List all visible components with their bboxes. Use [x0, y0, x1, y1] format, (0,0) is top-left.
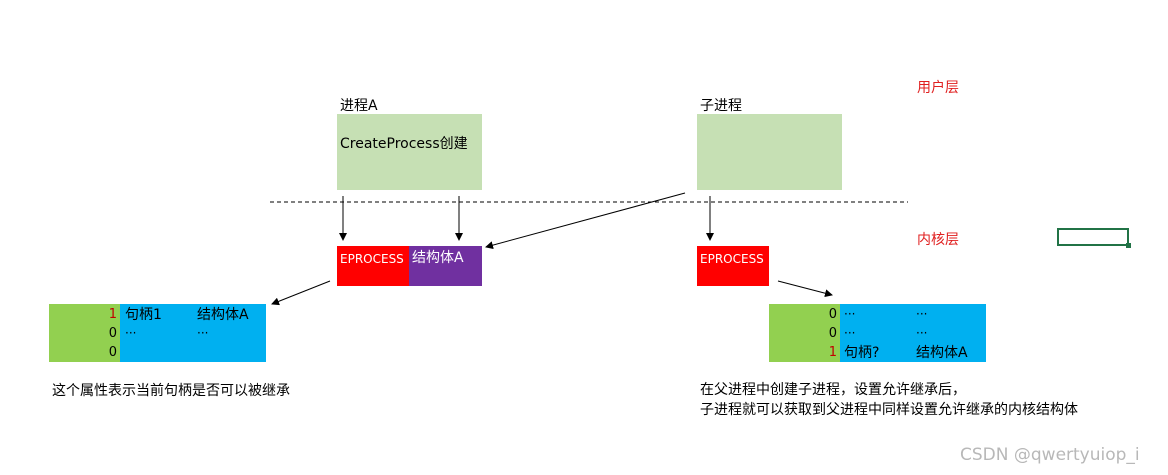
left-note: 这个属性表示当前句柄是否可以被继承 [52, 383, 290, 399]
table-row: 0 ··· ··· [769, 306, 986, 324]
arrow-child-to-struct [485, 192, 686, 250]
right-handle-table: 0 ··· ··· 0 ··· ··· 1 句柄? 结构体A [769, 304, 986, 362]
cell-fill-handle[interactable] [1126, 243, 1131, 248]
struct-a-box: 结构体A [409, 246, 482, 286]
left-handle-table: 1 句柄1 结构体A 0 ··· ··· 0 [49, 304, 266, 362]
row-handle: ··· [844, 307, 856, 321]
left-flag-column [49, 304, 120, 362]
row-flag: 0 [108, 326, 117, 341]
table-row: 1 句柄1 结构体A [49, 306, 266, 324]
eprocess-a-box: EPROCESS [337, 246, 409, 286]
arrow-eprocess-child-to-table [777, 280, 833, 298]
create-process-label: CreateProcess创建 [340, 136, 468, 152]
child-process-box [697, 114, 842, 190]
row-object: ··· [916, 326, 928, 340]
struct-a-label: 结构体A [412, 250, 464, 266]
row-flag: 1 [828, 345, 837, 360]
right-flag-column [769, 304, 840, 362]
right-note-line2: 子进程就可以获取到父进程中同样设置允许继承的内核结构体 [700, 402, 1078, 418]
table-row: 0 ··· ··· [49, 325, 266, 343]
user-layer-label: 用户层 [917, 80, 959, 96]
row-flag: 0 [828, 307, 837, 322]
selected-cell[interactable] [1057, 228, 1129, 246]
eprocess-child-box: EPROCESS [697, 246, 769, 286]
row-flag: 1 [108, 307, 117, 322]
row-object: ··· [916, 307, 928, 321]
row-handle: ··· [844, 326, 856, 340]
row-object: 结构体A [916, 345, 968, 361]
table-row: 0 [49, 344, 266, 362]
row-handle: 句柄? [844, 345, 880, 361]
arrow-eprocess-a-to-table [271, 280, 331, 306]
kernel-layer-label: 内核层 [917, 232, 959, 248]
child-process-label: 子进程 [700, 98, 742, 114]
right-note-line1: 在父进程中创建子进程，设置允许继承后， [700, 382, 966, 398]
right-handle-column [840, 304, 986, 362]
row-flag: 0 [108, 345, 117, 360]
process-a-box: CreateProcess创建 [337, 114, 482, 190]
process-a-label: 进程A [340, 98, 378, 114]
left-handle-column [120, 304, 266, 362]
row-handle: 句柄1 [125, 307, 162, 323]
eprocess-a-label: EPROCESS [340, 252, 404, 266]
row-object: 结构体A [197, 307, 249, 323]
table-row: 0 ··· ··· [769, 325, 986, 343]
watermark: CSDN @qwertyuiop_i [960, 445, 1140, 465]
row-object: ··· [197, 326, 209, 340]
eprocess-child-label: EPROCESS [700, 252, 764, 266]
table-row: 1 句柄? 结构体A [769, 344, 986, 362]
row-flag: 0 [828, 326, 837, 341]
row-handle: ··· [125, 326, 137, 340]
